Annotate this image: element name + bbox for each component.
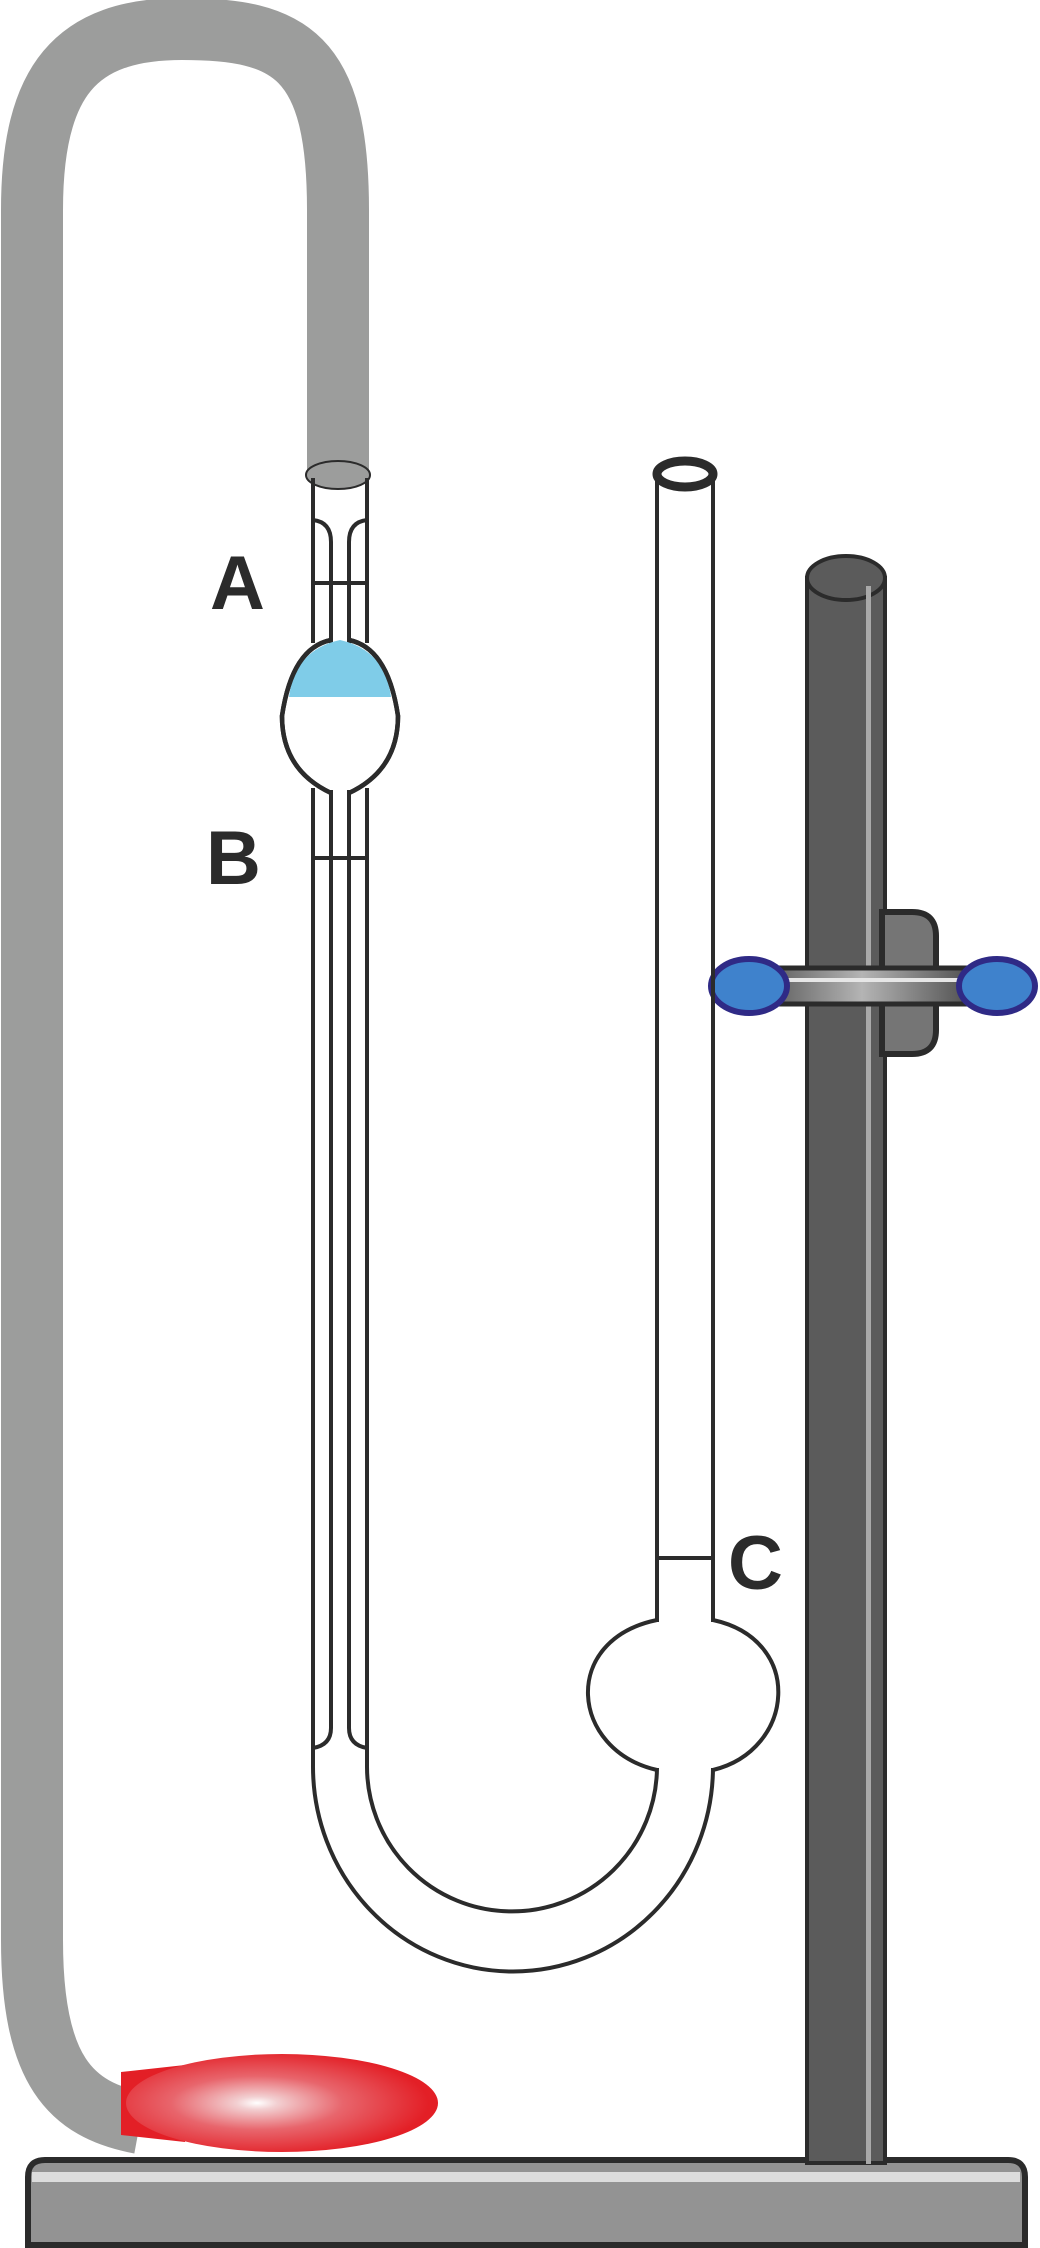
- label-a: A: [210, 541, 265, 626]
- label-b: B: [206, 816, 261, 901]
- tube-top-rim: [652, 456, 718, 492]
- label-c: C: [728, 1521, 783, 1606]
- clamp-knob-left: [708, 956, 790, 1016]
- clamp-knob-right: [956, 956, 1038, 1016]
- stand-base: [25, 2157, 1028, 2248]
- stand-rod: [805, 554, 887, 2165]
- liquid-meniscus: [289, 640, 391, 697]
- rubber-hose: [0, 0, 371, 2154]
- burner-flame: [121, 2054, 438, 2152]
- clamp: [708, 909, 1038, 1057]
- viscometer: [279, 478, 781, 1974]
